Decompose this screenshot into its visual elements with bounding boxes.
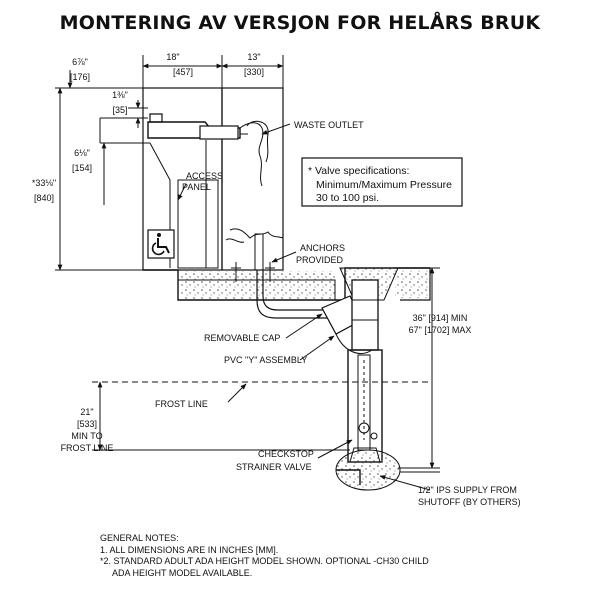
- dim-top-right-metric: [330]: [244, 67, 264, 77]
- dim-front-imperial: 6⅛": [74, 148, 90, 158]
- anchors: [231, 262, 275, 282]
- dim-frost-line2: [533]: [77, 419, 97, 429]
- general-notes: GENERAL NOTES: 1. ALL DIMENSIONS ARE IN …: [100, 533, 429, 579]
- dim-frost-line3: MIN TO: [71, 431, 102, 441]
- depth-dimension: [398, 267, 440, 469]
- label-anchors-1: ANCHORS: [300, 243, 345, 253]
- note-2a: *2. STANDARD ADULT ADA HEIGHT MODEL SHOW…: [100, 556, 429, 566]
- pvc-y-assembly: [321, 279, 379, 354]
- dim-left-top-metric: [176]: [70, 72, 90, 82]
- label-access-panel-1: ACCESS: [186, 171, 223, 181]
- gravel-sump: [335, 449, 440, 491]
- dim-top-right-imperial: 13": [247, 52, 260, 62]
- note-2b: ADA HEIGHT MODEL AVAILABLE.: [112, 567, 253, 578]
- label-frost-line: FROST LINE: [155, 399, 208, 409]
- waste-outlet-pipe: [225, 120, 284, 271]
- leader-lines: [177, 123, 431, 491]
- notes-heading: GENERAL NOTES:: [100, 533, 179, 543]
- dim-overall-metric: [840]: [34, 193, 54, 203]
- page-title: MONTERING AV VERSJON FOR HELÅRS BRUK: [59, 12, 541, 34]
- label-removable-cap: REMOVABLE CAP: [204, 333, 280, 343]
- concrete-pad: [143, 267, 431, 301]
- dim-bowl-metric: [35]: [112, 105, 127, 115]
- dim-bowl-imperial: 1⅜": [112, 90, 128, 100]
- dim-top-left-metric: [457]: [173, 67, 193, 77]
- left-dimension-lines: [55, 87, 178, 271]
- label-access-panel-2: PANEL: [182, 182, 211, 192]
- spec-box: [301, 157, 463, 207]
- dim-front-metric: [154]: [72, 163, 92, 173]
- dim-left-top-imperial: 6⅞": [72, 57, 88, 67]
- dim-overall-imperial: *33⅛": [32, 178, 56, 188]
- label-anchors-2: PROVIDED: [296, 255, 344, 265]
- label-waste-outlet: WASTE OUTLET: [294, 120, 364, 130]
- label-ips-1: 1/2" IPS SUPPLY FROM: [418, 485, 517, 495]
- label-checkstop-1: CHECKSTOP: [258, 449, 314, 459]
- spec-line2: Minimum/Maximum Pressure: [316, 179, 452, 191]
- frost-line: [92, 381, 430, 451]
- dim-frost-line4: FROST LINE: [61, 443, 114, 453]
- dim-depth-line1: 36" [914] MIN: [413, 313, 468, 323]
- label-checkstop-2: STRAINER VALVE: [236, 462, 312, 472]
- dim-top-left-imperial: 18": [166, 52, 179, 62]
- note-1: 1. ALL DIMENSIONS ARE IN INCHES [MM].: [100, 544, 279, 555]
- wheelchair-icon: [147, 229, 175, 259]
- label-ips-2: SHUTOFF (BY OTHERS): [418, 497, 521, 507]
- spec-line3: 30 to 100 psi.: [316, 192, 379, 204]
- dim-frost-line1: 21": [80, 407, 93, 417]
- dim-depth-line2: 67" [1702] MAX: [409, 325, 472, 335]
- top-dimension-lines: [55, 55, 284, 90]
- supply-pipe: [256, 270, 330, 319]
- spec-line1: * Valve specifications:: [308, 165, 409, 177]
- label-pvc-y: PVC "Y" ASSEMBLY: [224, 355, 307, 365]
- valve-column: [347, 349, 383, 463]
